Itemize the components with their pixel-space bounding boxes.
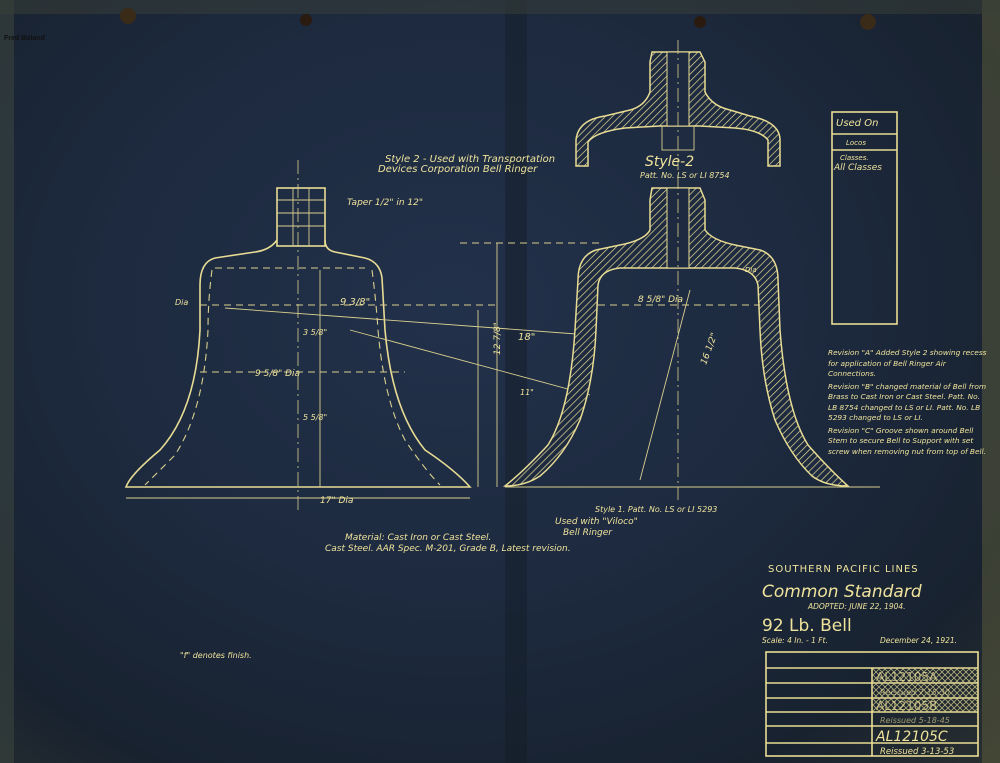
revision-notes: Revision "A" Added Style 2 showing reces…	[828, 348, 987, 456]
dim-11: 11"	[520, 388, 534, 397]
style2-note: Devices Corporation Bell Ringer	[378, 164, 538, 175]
dim-taper: Taper 1/2" in 12"	[347, 198, 423, 208]
drawing-title: 92 Lb. Bell	[762, 616, 852, 636]
dim-right-height: 16 1/2"	[699, 332, 720, 366]
worn-edge-right	[982, 0, 1000, 763]
worn-edge-top	[0, 0, 1000, 14]
style1-used: Bell Ringer	[563, 528, 613, 538]
dim-dia: Dia	[175, 298, 188, 307]
drawing-date: December 24, 1921.	[880, 636, 957, 645]
reissue-date: Reissued 5-18-45	[880, 716, 950, 725]
drawing-scale: Scale: 4 In. - 1 Ft.	[762, 636, 828, 645]
dim-right-dia-small: Dia	[745, 266, 757, 274]
bell-style1-section	[502, 175, 880, 500]
drawing-number: AL12105A	[876, 670, 938, 684]
style2-label: Style-2	[645, 154, 694, 170]
dim-mid-dia: 9 5/8" Dia	[255, 369, 300, 379]
drawing-number-current: AL12105C	[875, 729, 948, 745]
adopted-date: ADOPTED: JUNE 22, 1904.	[807, 602, 906, 611]
dim-height-upper: 3 5/8"	[303, 328, 327, 337]
revision-c: Revision "C" Groove shown around Bell St…	[828, 425, 986, 456]
fold-crease	[505, 0, 527, 763]
style1-used: Used with "Viloco"	[555, 517, 638, 527]
bell-style2-section	[575, 40, 781, 170]
used-on-header: Used On	[836, 118, 878, 129]
dim-bottom-dia: 17" Dia	[320, 496, 353, 506]
style2-note: Style 2 - Used with Transportation	[385, 154, 555, 165]
punch-hole	[120, 8, 136, 24]
bell-left-profile	[124, 160, 600, 510]
worn-edge-left	[0, 0, 14, 763]
revision-a: Revision "A" Added Style 2 showing reces…	[828, 348, 987, 378]
reissue-date: Reissued 7-15-30	[880, 688, 950, 697]
photo-credit: Fred Boland	[4, 35, 45, 42]
used-on-header: Locos	[846, 139, 866, 147]
material-note: Material: Cast Iron or Cast Steel.	[345, 533, 491, 543]
dim-height-lower: 5 5/8"	[303, 413, 327, 422]
punch-hole	[860, 14, 876, 30]
used-on-table	[831, 111, 898, 325]
revision-b: Revision "B" changed material of Bell fr…	[828, 381, 987, 423]
punch-hole	[694, 16, 706, 28]
company-name: SOUTHERN PACIFIC LINES	[768, 564, 919, 575]
dim-12: 12 7/8"	[493, 322, 503, 355]
used-on-value: All Classes	[833, 163, 882, 173]
dim-18: 18"	[518, 332, 535, 343]
material-spec: Cast Steel. AAR Spec. M-201, Grade B, La…	[325, 544, 571, 554]
dim-upper-dia: 9 3/8"	[340, 297, 370, 308]
finish-note: "f" denotes finish.	[180, 651, 252, 660]
drawing-number-table	[765, 651, 979, 757]
punch-hole	[300, 14, 312, 26]
common-standard: Common Standard	[762, 582, 922, 602]
drawing-number: AL12105B	[876, 699, 937, 713]
style2-pattern: Patt. No. LS or LI 8754	[640, 171, 730, 180]
style1-pattern: Style 1. Patt. No. LS or LI 5293	[595, 505, 717, 514]
used-on-header: Classes.	[840, 154, 869, 162]
reissue-date-current: Reissued 3-13-53	[880, 747, 954, 757]
dim-right-dia: 8 5/8" Dia	[638, 295, 683, 305]
